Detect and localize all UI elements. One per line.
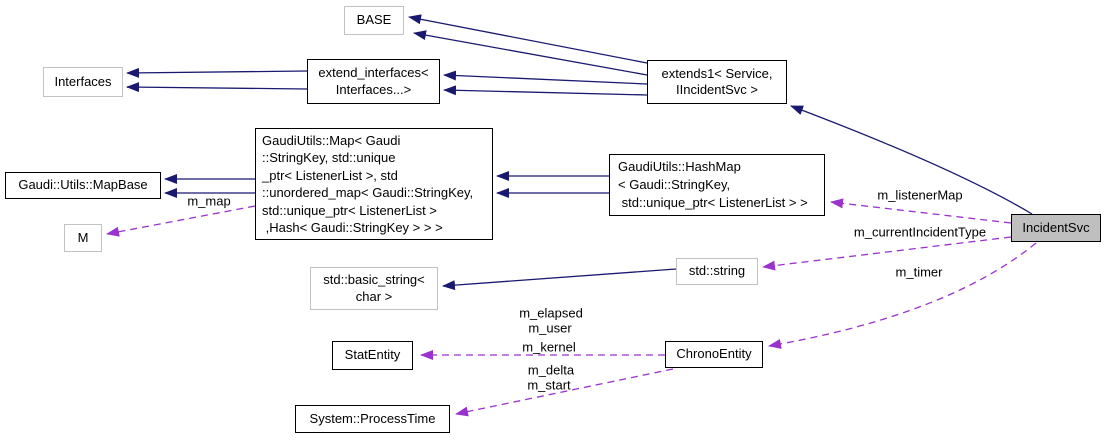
- edge-extends1-to-base-2: [413, 30, 648, 76]
- edge-extends1-to-extendinterfaces-1: [443, 70, 648, 85]
- node-extend-interfaces[interactable]: extend_interfaces< Interfaces...>: [307, 59, 440, 104]
- node-std-string: std::string: [676, 258, 758, 285]
- edge-incidentsvc-to-string: [762, 236, 1012, 271]
- edge-label-m-user: m_user: [528, 320, 572, 336]
- edge-incidentsvc-to-hashmap: [830, 198, 1012, 224]
- node-std-basic-string: std::basic_string< char >: [310, 267, 438, 310]
- node-statentity[interactable]: StatEntity: [332, 341, 413, 370]
- node-gaudiutils-hashmap[interactable]: GaudiUtils::HashMap < Gaudi::StringKey, …: [609, 154, 825, 216]
- edge-label-m-currentincidenttype: m_currentIncidentType: [853, 224, 987, 240]
- edge-incidentsvc-to-extends1: [790, 105, 1033, 215]
- node-gaudiutils-map[interactable]: GaudiUtils::Map< Gaudi ::StringKey, std:…: [255, 128, 493, 240]
- node-chronoentity[interactable]: ChronoEntity: [665, 341, 763, 368]
- edge-label-m-delta: m_delta: [527, 362, 575, 378]
- edge-label-m-listenermap: m_listenerMap: [877, 187, 963, 203]
- inheritance-edges: [126, 14, 1033, 291]
- node-m: M: [64, 224, 102, 252]
- edge-label-m-elapsed: m_elapsed: [519, 305, 583, 321]
- node-base: BASE: [344, 6, 404, 35]
- node-incidentsvc: IncidentSvc: [1011, 214, 1101, 242]
- node-gaudi-utils-mapbase[interactable]: Gaudi::Utils::MapBase: [5, 172, 161, 199]
- edge-extendinterfaces-to-interfaces-1: [126, 67, 308, 78]
- edge-extends1-to-base-1: [408, 14, 648, 64]
- edge-incidentsvc-to-chronoentity: [768, 242, 1037, 349]
- edge-label-m-start: m_start: [527, 377, 571, 393]
- edge-label-m-kernel: m_kernel: [522, 339, 576, 355]
- node-extends1[interactable]: extends1< Service, IIncidentSvc >: [647, 60, 787, 104]
- node-system-processtime[interactable]: System::ProcessTime: [295, 405, 450, 433]
- edge-extends1-to-extendinterfaces-2: [443, 85, 648, 96]
- edge-label-m-map: m_map: [187, 193, 231, 209]
- edge-map-to-m: [106, 205, 256, 237]
- edge-string-to-basicstring: [442, 268, 677, 291]
- edge-extendinterfaces-to-interfaces-2: [126, 82, 308, 93]
- edge-label-m-timer: m_timer: [895, 264, 943, 280]
- node-interfaces: Interfaces: [43, 67, 123, 97]
- usage-edges: [106, 198, 1037, 417]
- edge-chronoentity-to-processtime: [455, 368, 674, 417]
